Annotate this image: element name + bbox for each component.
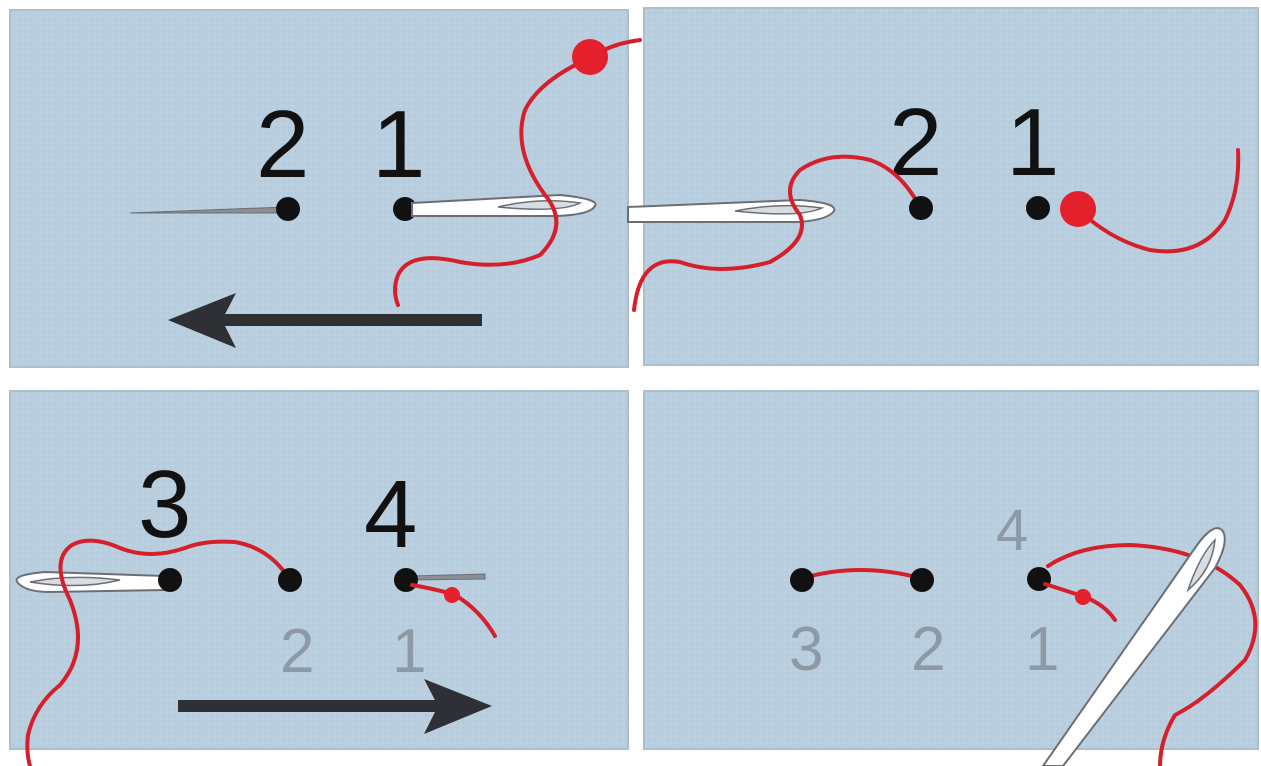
fabric-background (643, 390, 1259, 750)
thread (1076, 148, 1241, 254)
hole-label-4-faded: 4 (996, 498, 1028, 563)
thread (393, 38, 642, 307)
needle-icon (1041, 527, 1226, 766)
hole-2 (909, 196, 933, 220)
hole-label-3-faded: 3 (789, 615, 823, 684)
fabric-background (9, 9, 629, 368)
fabric-background (643, 7, 1259, 366)
hole-1 (394, 568, 418, 592)
hole-2 (910, 568, 934, 592)
thread (632, 154, 922, 312)
needle-icon (627, 198, 836, 223)
thread-knot-icon (572, 39, 608, 75)
hole-label-1: 1 (1006, 89, 1059, 196)
hole-1 (1026, 196, 1050, 220)
completed-stitch (801, 568, 922, 580)
needle-icon (15, 570, 166, 594)
direction-arrow-left-icon (168, 293, 482, 348)
thread-knot-icon (1060, 191, 1096, 227)
hole-label-3: 3 (138, 451, 191, 558)
hole-label-2-faded: 2 (911, 615, 945, 684)
thread (1046, 542, 1258, 766)
hole-label-2: 2 (889, 89, 942, 196)
panel-step-4: 4 3 2 1 (643, 390, 1259, 766)
thread-knot-icon (1075, 589, 1091, 605)
panel-step-2: 2 1 (627, 7, 1259, 366)
panel-step-3: 3 4 2 1 (9, 390, 629, 766)
hole-label-1-faded: 1 (392, 617, 426, 686)
hole-1 (1027, 567, 1051, 591)
hole-label-2: 2 (256, 91, 309, 198)
hole-3 (790, 568, 814, 592)
hole-2 (276, 197, 300, 221)
thread (25, 538, 292, 766)
direction-arrow-right-icon (178, 679, 492, 734)
hole-label-2-faded: 2 (280, 617, 314, 686)
hole-label-1: 1 (372, 91, 425, 198)
hole-label-4: 4 (364, 461, 417, 568)
fabric-background (9, 390, 629, 750)
panel-step-1: 2 1 (9, 9, 642, 368)
hole-3 (158, 568, 182, 592)
thread-knot-icon (444, 587, 460, 603)
hole-2 (278, 568, 302, 592)
hole-label-1-faded: 1 (1025, 615, 1059, 684)
